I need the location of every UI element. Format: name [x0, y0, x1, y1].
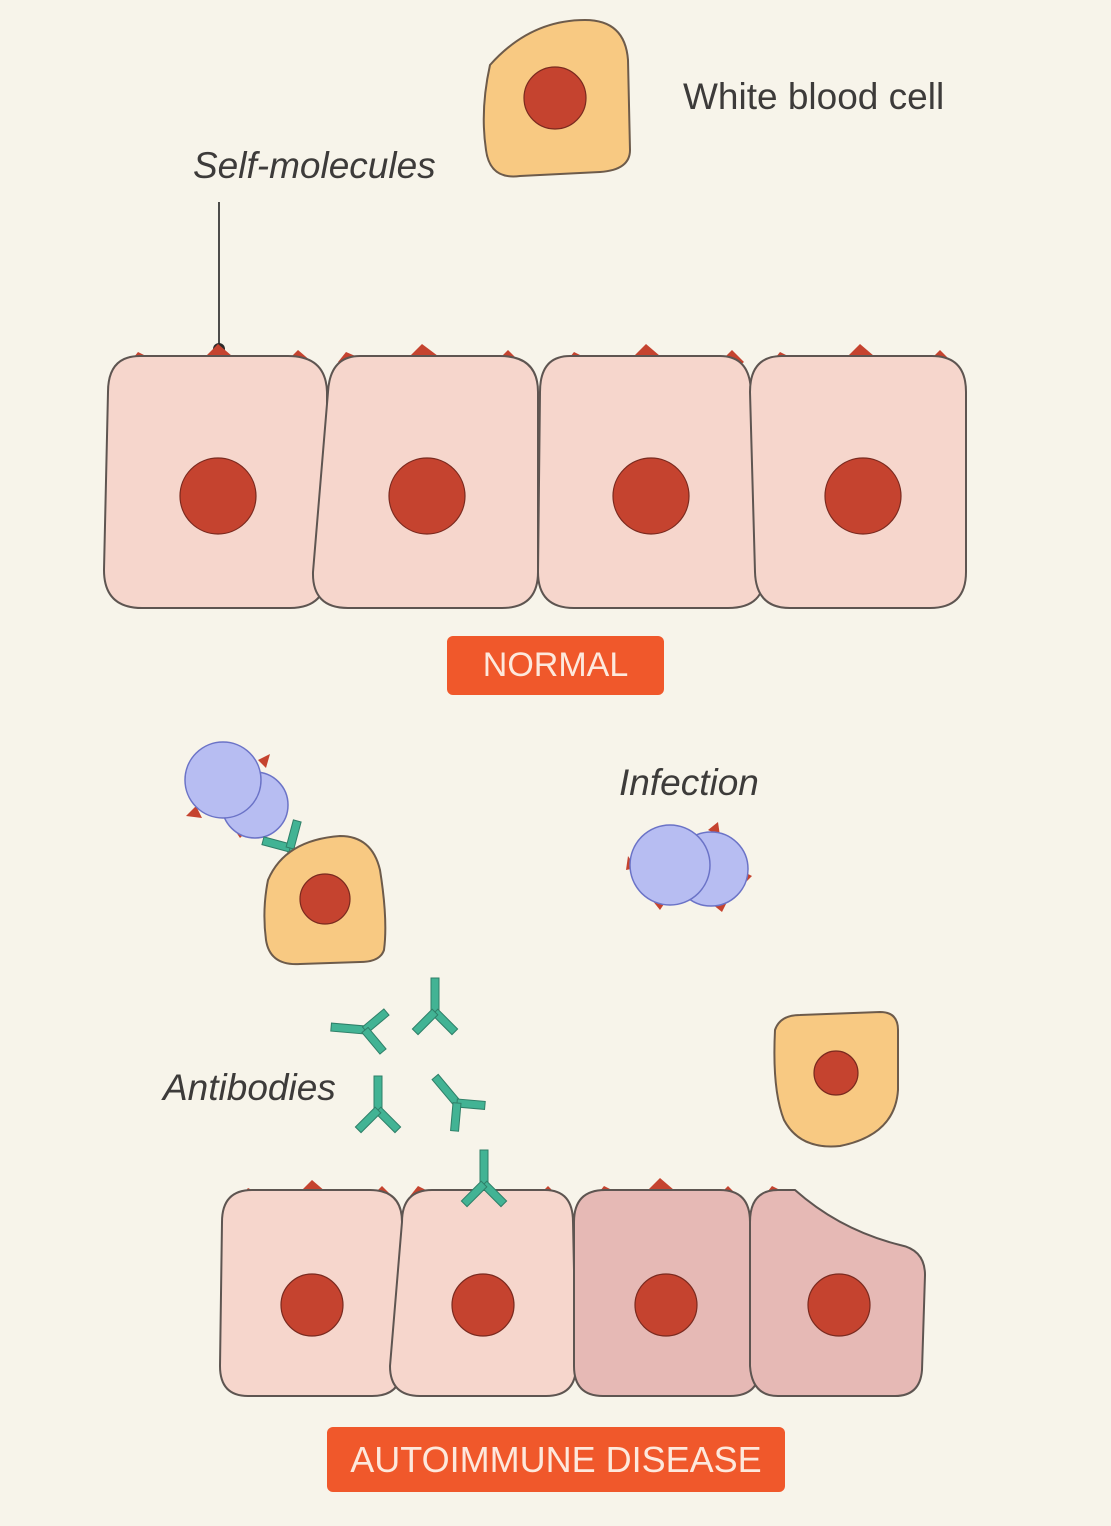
antibodies-label: Antibodies — [163, 1067, 336, 1108]
antibodies-free — [328, 977, 490, 1136]
autoimmune-cell-3-damaged — [573, 1189, 762, 1397]
white-blood-cell-left — [263, 834, 387, 966]
white-blood-cell-top — [482, 18, 632, 178]
normal-cell-4 — [748, 355, 967, 609]
self-molecules-label: Self-molecules — [193, 145, 436, 186]
white-blood-cell-label: White blood cell — [683, 76, 945, 117]
normal-badge: NORMAL — [447, 636, 664, 695]
normal-cell-2 — [311, 355, 539, 609]
infection-label: Infection — [619, 762, 759, 803]
bacterium-infection — [626, 822, 752, 912]
normal-tissue — [102, 344, 967, 609]
autoimmune-tissue — [218, 1178, 927, 1397]
normal-cell-1 — [102, 355, 328, 609]
autoimmune-cell-1 — [218, 1189, 403, 1397]
autoimmune-cell-2 — [388, 1189, 578, 1397]
white-blood-cell-right — [773, 1010, 899, 1148]
autoimmune-disease-badge: AUTOIMMUNE DISEASE — [327, 1427, 785, 1492]
normal-cell-3 — [536, 355, 766, 609]
bacterium-bound — [184, 741, 289, 839]
self-molecules-pointer — [213, 202, 225, 355]
autoimmune-cell-4-damaged — [749, 1189, 927, 1397]
